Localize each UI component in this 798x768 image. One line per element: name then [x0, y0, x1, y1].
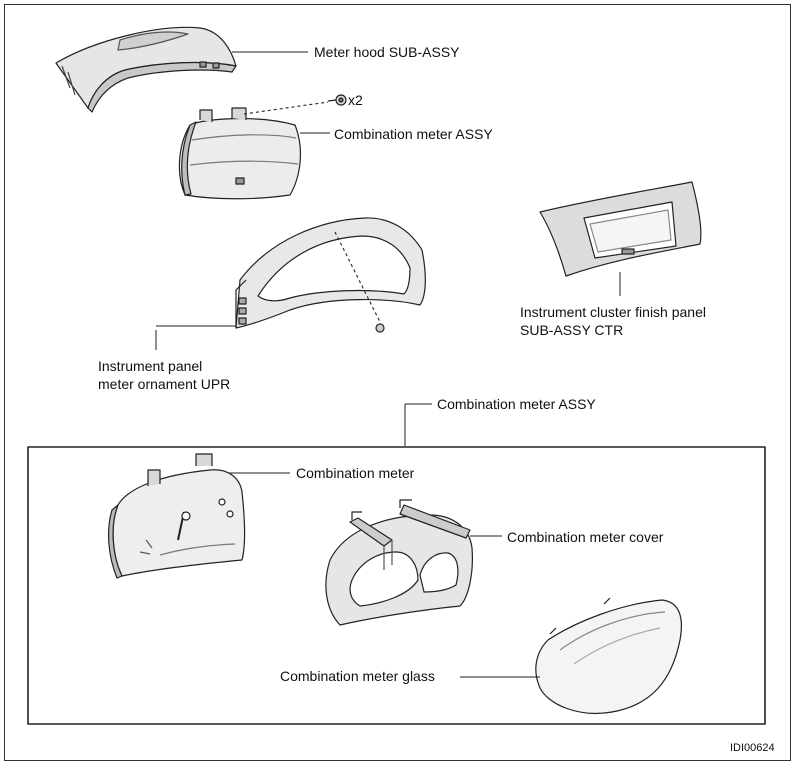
screw-icon — [375, 323, 385, 333]
label-meter-hood: Meter hood SUB-ASSY — [314, 44, 460, 60]
label-combination-meter-assy: Combination meter ASSY — [334, 126, 493, 142]
figure-code: IDI00624 — [730, 742, 775, 754]
combination-meter-assy-group-box — [27, 446, 766, 725]
meter-hood-part — [55, 26, 237, 113]
diagram-frame — [4, 4, 791, 761]
combination-meter-part — [108, 453, 246, 579]
combination-meter-assy-part — [178, 101, 329, 200]
label-finish-panel-line1: Instrument cluster finish panel — [520, 304, 706, 320]
label-combination-meter-glass: Combination meter glass — [280, 668, 435, 684]
label-combination-meter-assy-group: Combination meter ASSY — [437, 396, 596, 412]
label-combination-meter-cover: Combination meter cover — [507, 529, 664, 545]
label-combination-meter: Combination meter — [296, 465, 415, 481]
label-ornament-line1: Instrument panel — [98, 358, 203, 374]
combination-meter-glass-part — [535, 597, 683, 714]
label-ornament-line2: meter ornament UPR — [98, 376, 231, 392]
label-finish-panel-line2: SUB-ASSY CTR — [520, 322, 624, 338]
leader-lines — [155, 51, 621, 678]
meter-ornament-part — [235, 217, 426, 333]
combination-meter-cover-part — [325, 499, 473, 626]
label-quantity: x2 — [348, 92, 363, 108]
screw-icon — [327, 94, 347, 106]
finish-panel-part — [539, 181, 702, 277]
